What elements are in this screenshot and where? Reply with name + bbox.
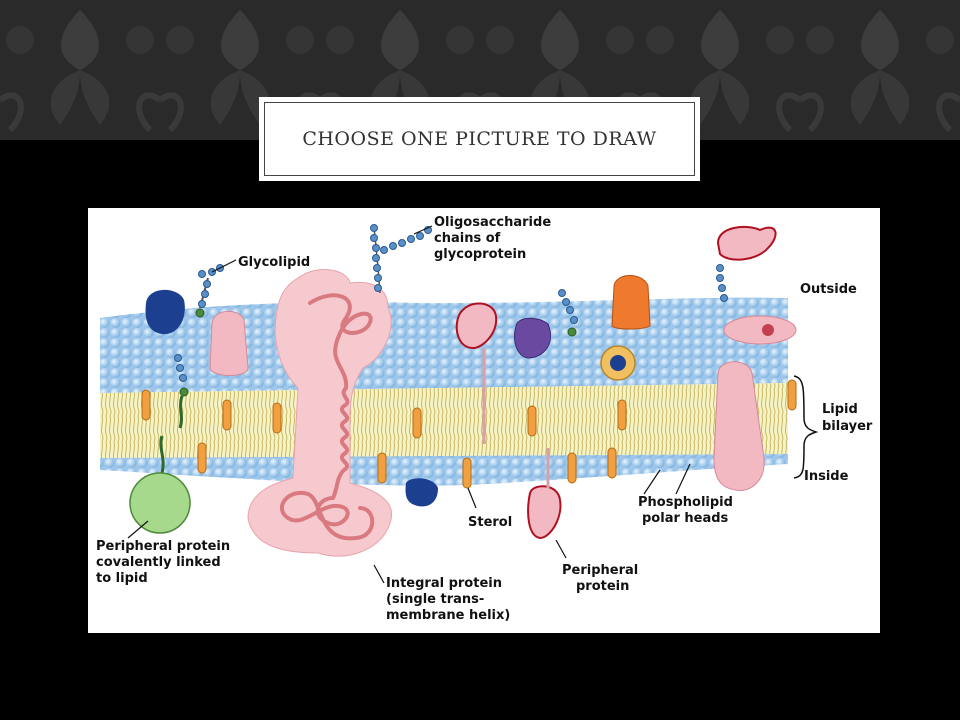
slide-title: CHOOSE ONE PICTURE TO DRAW	[302, 128, 657, 150]
inner-peripheral-protein	[527, 485, 562, 540]
peripheral-pointer	[555, 539, 567, 559]
label-glycolipid: Glycolipid	[238, 255, 310, 270]
integral-pointer	[373, 564, 385, 584]
label-oligo-3: glycoprotein	[434, 247, 526, 262]
glycolipid-pointer	[211, 259, 237, 273]
oval-protein-right	[723, 315, 797, 345]
glycan-top-right	[716, 264, 728, 302]
membrane-svg: Glycolipid Oligosaccharide chains of gly…	[96, 215, 873, 623]
pp-lipid-pointer	[127, 520, 149, 539]
sterol-molecules	[141, 379, 797, 489]
phospholipid-pointer-2	[675, 463, 691, 495]
sterol-pointer	[467, 487, 477, 509]
integral-protein-right	[713, 361, 765, 492]
oligosaccharide-chain	[370, 224, 432, 294]
membrane-diagram: Glycolipid Oligosaccharide chains of gly…	[88, 208, 880, 633]
label-phospholipid-2: polar heads	[642, 511, 729, 526]
phospholipid-pointer-1	[643, 469, 661, 495]
navy-protein-top	[145, 289, 185, 335]
label-oligo-1: Oligosaccharide	[434, 215, 551, 230]
bilayer-bracket	[793, 375, 819, 479]
purple-protein	[514, 317, 551, 359]
label-pp-lipid-3: to lipid	[96, 571, 148, 586]
title-frame: CHOOSE ONE PICTURE TO DRAW	[264, 102, 695, 176]
label-oligo-2: chains of	[434, 231, 501, 246]
glycan-right	[558, 289, 578, 337]
label-integral-1: Integral protein	[386, 576, 502, 591]
green-anchor	[159, 435, 165, 474]
integral-protein-chain	[279, 293, 375, 541]
lipid-chain-left	[174, 354, 189, 397]
label-peripheral-2: protein	[576, 579, 629, 594]
red-cap-protein-mid	[455, 302, 498, 350]
oligo-pointer	[413, 225, 433, 235]
label-phospholipid-1: Phospholipid	[638, 495, 733, 510]
pink-protein-left	[209, 310, 249, 376]
label-pp-lipid-2: covalently linked	[96, 555, 221, 570]
label-sterol: Sterol	[468, 515, 512, 530]
ring-protein	[600, 345, 636, 381]
label-outside: Outside	[800, 282, 857, 297]
integral-protein-body	[247, 269, 393, 557]
label-inside: Inside	[804, 469, 849, 484]
lipid-tails	[100, 383, 788, 460]
glycolipid-chain	[195, 264, 224, 318]
lipid-anchor-left	[178, 395, 184, 429]
label-integral-2: (single trans-	[386, 592, 484, 607]
label-lipid-1: Lipid	[822, 402, 858, 417]
orange-protein	[611, 275, 651, 330]
label-lipid-2: bilayer	[822, 419, 873, 434]
label-integral-3: membrane helix)	[386, 608, 510, 623]
green-peripheral-protein	[129, 472, 191, 534]
outside-peripheral-protein	[716, 225, 777, 261]
damask-banner	[0, 0, 960, 140]
label-pp-lipid-1: Peripheral protein	[96, 539, 230, 554]
title-box: CHOOSE ONE PICTURE TO DRAW	[259, 97, 700, 181]
label-peripheral-1: Peripheral	[562, 563, 638, 578]
navy-protein-inner	[405, 478, 438, 507]
